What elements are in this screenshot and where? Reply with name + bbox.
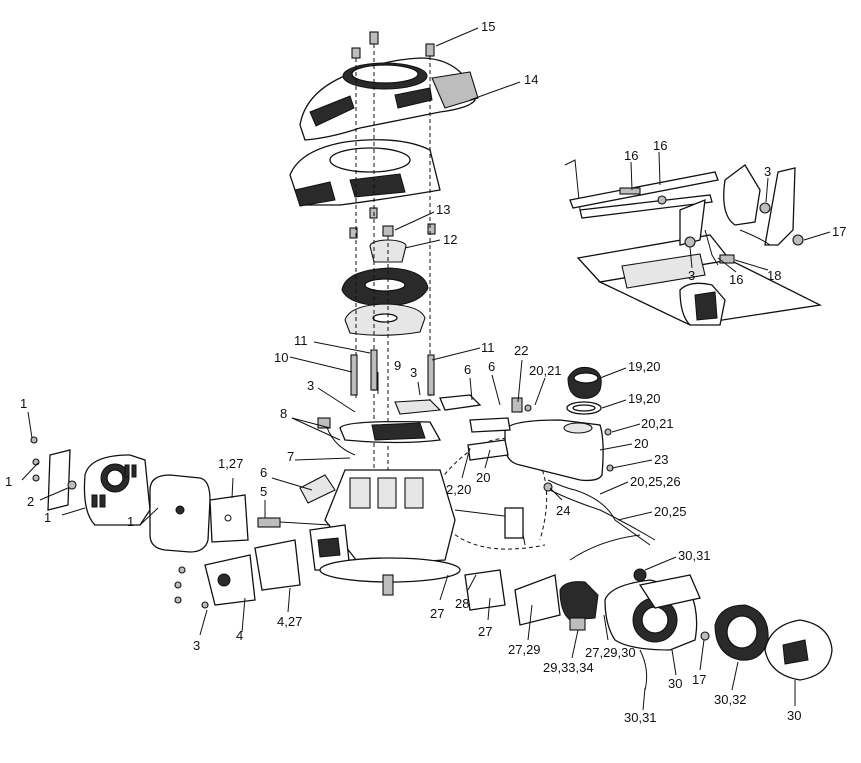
- callout-30-31-bottom: 30,31: [624, 710, 657, 725]
- callout-11-left: 11: [294, 333, 308, 348]
- fuel-cap: [567, 367, 602, 399]
- callout-7: 7: [287, 449, 294, 464]
- filter-bolt: [700, 631, 710, 641]
- muffler-heat-shield: [83, 454, 151, 526]
- callout-1-mid: 1: [5, 474, 12, 489]
- tank-bracket: [467, 417, 511, 461]
- callout-1-top: 1: [20, 396, 27, 411]
- callout-8: 8: [280, 406, 287, 421]
- callout-4: 4: [236, 628, 243, 643]
- callout-30-b: 30: [787, 708, 801, 723]
- callout-3-inset-right: 3: [764, 164, 771, 179]
- callout-9: 9: [394, 358, 401, 373]
- callout-24: 24: [556, 503, 570, 518]
- callout-20-21-top: 20,21: [529, 363, 562, 378]
- callout-15: 15: [481, 19, 495, 34]
- callout-1-muffler: 1: [127, 514, 134, 529]
- callout-16-inset-a: 16: [624, 148, 638, 163]
- callout-6-mid-b: 6: [488, 359, 495, 374]
- callout-23: 23: [654, 452, 668, 467]
- callout-2-20: 2,20: [446, 482, 471, 497]
- breather-tube: [299, 474, 336, 504]
- stud-bolts: [350, 349, 435, 396]
- callout-22: 22: [514, 343, 528, 358]
- callout-20-mid: 20: [476, 470, 490, 485]
- governor-linkage: [394, 394, 526, 546]
- muffler-gasket-427: [254, 539, 301, 591]
- callout-19-20-top: 19,20: [628, 359, 661, 374]
- callout-30-32: 30,32: [714, 692, 747, 707]
- tank-bolts: [524, 404, 614, 492]
- spark-plug: [257, 517, 331, 528]
- flywheel: [344, 303, 426, 336]
- callout-17-bottom: 17: [692, 672, 706, 687]
- callout-4-27: 4,27: [277, 614, 302, 629]
- callout-16-inset-b: 16: [653, 138, 667, 153]
- engine-block: [309, 469, 461, 596]
- throttle-inset: [564, 159, 823, 326]
- blower-housing-bottom: [289, 139, 441, 207]
- ignition-coil: [339, 420, 442, 444]
- air-filter-cover: [764, 619, 833, 681]
- callout-20-21-right: 20,21: [641, 416, 674, 431]
- callout-11-right: 11: [481, 340, 495, 355]
- muffler-gasket: [209, 494, 249, 543]
- callout-20-25: 20,25: [654, 504, 687, 519]
- left-bolts: [30, 436, 209, 609]
- callout-29-33-34: 29,33,34: [543, 660, 594, 675]
- callout-27-29: 27,29: [508, 642, 541, 657]
- callout-10: 10: [274, 350, 288, 365]
- flywheel-fan: [341, 267, 429, 307]
- callout-3-bottom: 3: [193, 638, 200, 653]
- callout-14: 14: [524, 72, 538, 87]
- carb-plate-27: [464, 569, 506, 611]
- air-filter-base: [604, 574, 701, 651]
- callout-3-inset-bottom: 3: [688, 268, 695, 283]
- fuel-line: [547, 479, 656, 561]
- muffler-gasket-plate: [47, 449, 71, 511]
- leader-lines: [21, 27, 831, 711]
- callout-18: 18: [767, 268, 781, 283]
- blower-housing-top: [299, 57, 479, 141]
- callout-20-right: 20: [634, 436, 648, 451]
- choke-knob: [633, 568, 647, 582]
- callout-6-left: 6: [260, 465, 267, 480]
- callout-6-mid-a: 6: [464, 362, 471, 377]
- callout-3-left: 3: [307, 378, 314, 393]
- callout-16-inset-c: 16: [729, 272, 743, 287]
- callout-1-27: 1,27: [218, 456, 243, 471]
- callout-19-20-mid: 19,20: [628, 391, 661, 406]
- callout-17-inset: 17: [832, 224, 846, 239]
- spark-plug-wire: [317, 417, 356, 456]
- fuel-tank: [504, 419, 604, 482]
- callout-30-a: 30: [668, 676, 682, 691]
- primer-line: [639, 649, 648, 691]
- callout-27-a: 27: [430, 606, 444, 621]
- callout-27-b: 27: [478, 624, 492, 639]
- carb-gasket-2729: [514, 574, 561, 626]
- callout-3-center: 3: [410, 365, 417, 380]
- callout-labels: 15 14 13 12 11 11 10 9 3 3 3 8 7 6 6 6 5…: [5, 19, 846, 725]
- muffler-bracket-4: [204, 554, 256, 606]
- fuel-cap-gasket: [566, 401, 602, 415]
- callout-27-29-30: 27,29,30: [585, 645, 636, 660]
- callout-12: 12: [443, 232, 457, 247]
- carburetor: [559, 581, 599, 631]
- callout-20-25-26: 20,25,26: [630, 474, 681, 489]
- callout-30-31-top: 30,31: [678, 548, 711, 563]
- callout-13: 13: [436, 202, 450, 217]
- muffler: [149, 474, 211, 553]
- callout-2: 2: [27, 494, 34, 509]
- callout-28: 28: [455, 596, 469, 611]
- callout-1-low: 1: [44, 510, 51, 525]
- callout-5: 5: [260, 484, 267, 499]
- air-filter-element: [714, 604, 769, 661]
